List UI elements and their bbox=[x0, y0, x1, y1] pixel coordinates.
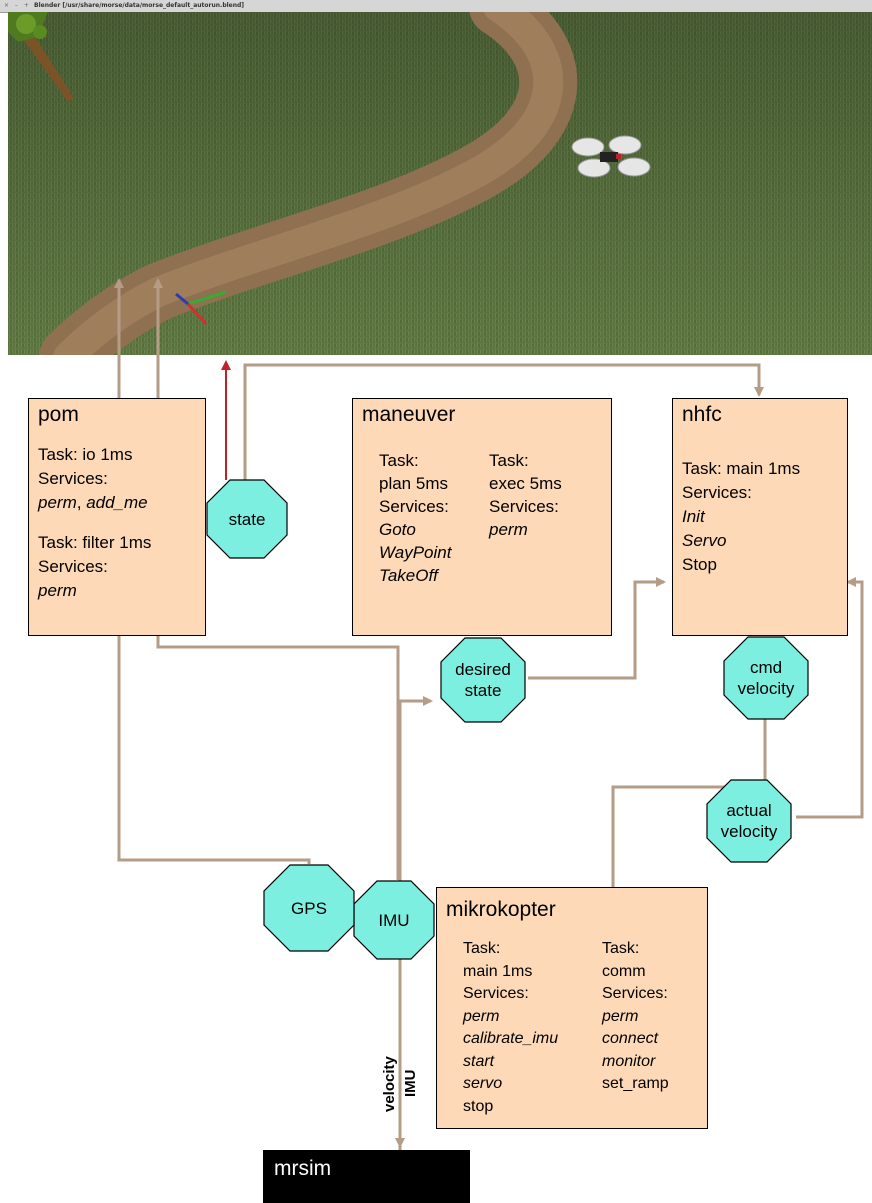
port-imu-label: IMU bbox=[378, 910, 410, 930]
mikrokopter-service-calibrate-imu: calibrate_imu bbox=[463, 1030, 559, 1047]
pom-task-filter: Task: filter 1ms bbox=[38, 533, 152, 552]
mrsim-title: mrsim bbox=[274, 1157, 332, 1180]
mikrokopter-service-connect: connect bbox=[602, 1030, 659, 1047]
maneuver-services-label-2: Services: bbox=[489, 497, 559, 516]
pom-component-box: pom Task: io 1ms Services: perm, add_me … bbox=[28, 398, 206, 636]
port-actual-velocity: actual velocity bbox=[706, 779, 792, 863]
port-cmd-velocity-line2: velocity bbox=[737, 679, 795, 698]
port-gps-label: GPS bbox=[291, 898, 327, 918]
port-desired-state-line1: desired bbox=[455, 660, 511, 679]
velocity-side-label: velocity bbox=[381, 1056, 398, 1112]
pom-service-perm: perm bbox=[38, 581, 77, 600]
pom-services-label: Services: bbox=[38, 469, 108, 488]
imu-side-label: IMU bbox=[402, 1069, 419, 1098]
quadrotor-robot bbox=[571, 135, 651, 178]
mikrokopter-services-label: Services: bbox=[463, 985, 529, 1002]
simulation-viewport[interactable] bbox=[8, 0, 872, 386]
port-gps: GPS bbox=[263, 864, 355, 952]
mikrokopter-service-start: start bbox=[463, 1052, 495, 1070]
pom-services-label-2: Services: bbox=[38, 557, 108, 576]
mikrokopter-service-servo: servo bbox=[463, 1075, 503, 1092]
mikrokopter-services-label-2: Services: bbox=[602, 985, 668, 1002]
mikrokopter-service-perm: perm bbox=[463, 1007, 500, 1025]
maneuver-service-waypoint: WayPoint bbox=[379, 543, 452, 562]
mikrokopter-service-perm-2: perm bbox=[602, 1007, 639, 1025]
port-desired-state-line2: state bbox=[464, 681, 502, 700]
port-state-label: state bbox=[228, 509, 266, 529]
port-actual-velocity-line2: velocity bbox=[720, 822, 778, 841]
simulation-scene bbox=[8, 0, 872, 386]
port-imu: IMU bbox=[353, 880, 435, 960]
mikrokopter-task-comm: comm bbox=[602, 962, 646, 980]
nhfc-title: nhfc bbox=[682, 403, 722, 426]
port-actual-velocity-line1: actual bbox=[726, 801, 772, 820]
nhfc-service-init: Init bbox=[682, 507, 705, 526]
port-desired-state: desired state bbox=[440, 637, 526, 723]
mikrokopter-service-monitor: monitor bbox=[602, 1052, 656, 1070]
arrow-state-to-nhfc bbox=[243, 363, 764, 480]
mrsim-component-box: mrsim bbox=[263, 1150, 470, 1203]
maneuver-task-label: Task: bbox=[379, 451, 419, 470]
pom-services-io: perm, add_me bbox=[38, 493, 148, 512]
pom-title: pom bbox=[38, 403, 79, 426]
mikrokopter-task-main: main 1ms bbox=[463, 962, 533, 980]
mikrokopter-task-label: Task: bbox=[463, 940, 501, 957]
mikrokopter-service-set-ramp: set_ramp bbox=[602, 1075, 669, 1092]
maneuver-service-goto: Goto bbox=[379, 520, 416, 539]
mikrokopter-title: mikrokopter bbox=[446, 898, 556, 921]
maneuver-component-box: maneuver Task: plan 5ms Services: Goto W… bbox=[352, 398, 612, 636]
mikrokopter-component-box: mikrokopter Task: main 1ms Services: per… bbox=[436, 887, 708, 1129]
window-title: Blender [/usr/share/morse/data/morse_def… bbox=[34, 2, 245, 9]
maneuver-service-perm: perm bbox=[489, 520, 528, 539]
nhfc-service-servo: Servo bbox=[682, 531, 727, 550]
maneuver-title: maneuver bbox=[362, 403, 456, 426]
axes-gizmo bbox=[175, 290, 227, 326]
maneuver-task-plan: plan 5ms bbox=[379, 474, 448, 493]
port-cmd-velocity: cmd velocity bbox=[723, 636, 809, 720]
maneuver-task-label-2: Task: bbox=[489, 451, 529, 470]
arrow-desired-state-to-nhfc bbox=[528, 577, 666, 680]
arrow-actual-velocity-to-nhfc bbox=[796, 577, 864, 819]
window-controls[interactable]: × – + bbox=[4, 2, 31, 9]
tree bbox=[8, 12, 74, 102]
nhfc-task-main: Task: main 1ms bbox=[682, 459, 801, 478]
port-cmd-velocity-line1: cmd bbox=[749, 658, 783, 677]
arrow-cmd-velocity-to-mikrokopter bbox=[608, 715, 767, 912]
maneuver-service-takeoff: TakeOff bbox=[379, 566, 438, 585]
pom-task-io: Task: io 1ms bbox=[38, 445, 133, 464]
mikrokopter-task-label-2: Task: bbox=[602, 940, 640, 957]
nhfc-service-stop: Stop bbox=[682, 555, 717, 574]
nhfc-services-label: Services: bbox=[682, 483, 752, 502]
nhfc-component-box: nhfc Task: main 1ms Services: Init Servo… bbox=[672, 398, 848, 636]
port-state: state bbox=[206, 479, 288, 559]
maneuver-task-exec: exec 5ms bbox=[489, 474, 562, 493]
mikrokopter-service-stop: stop bbox=[463, 1097, 494, 1115]
maneuver-services-label: Services: bbox=[379, 497, 449, 516]
